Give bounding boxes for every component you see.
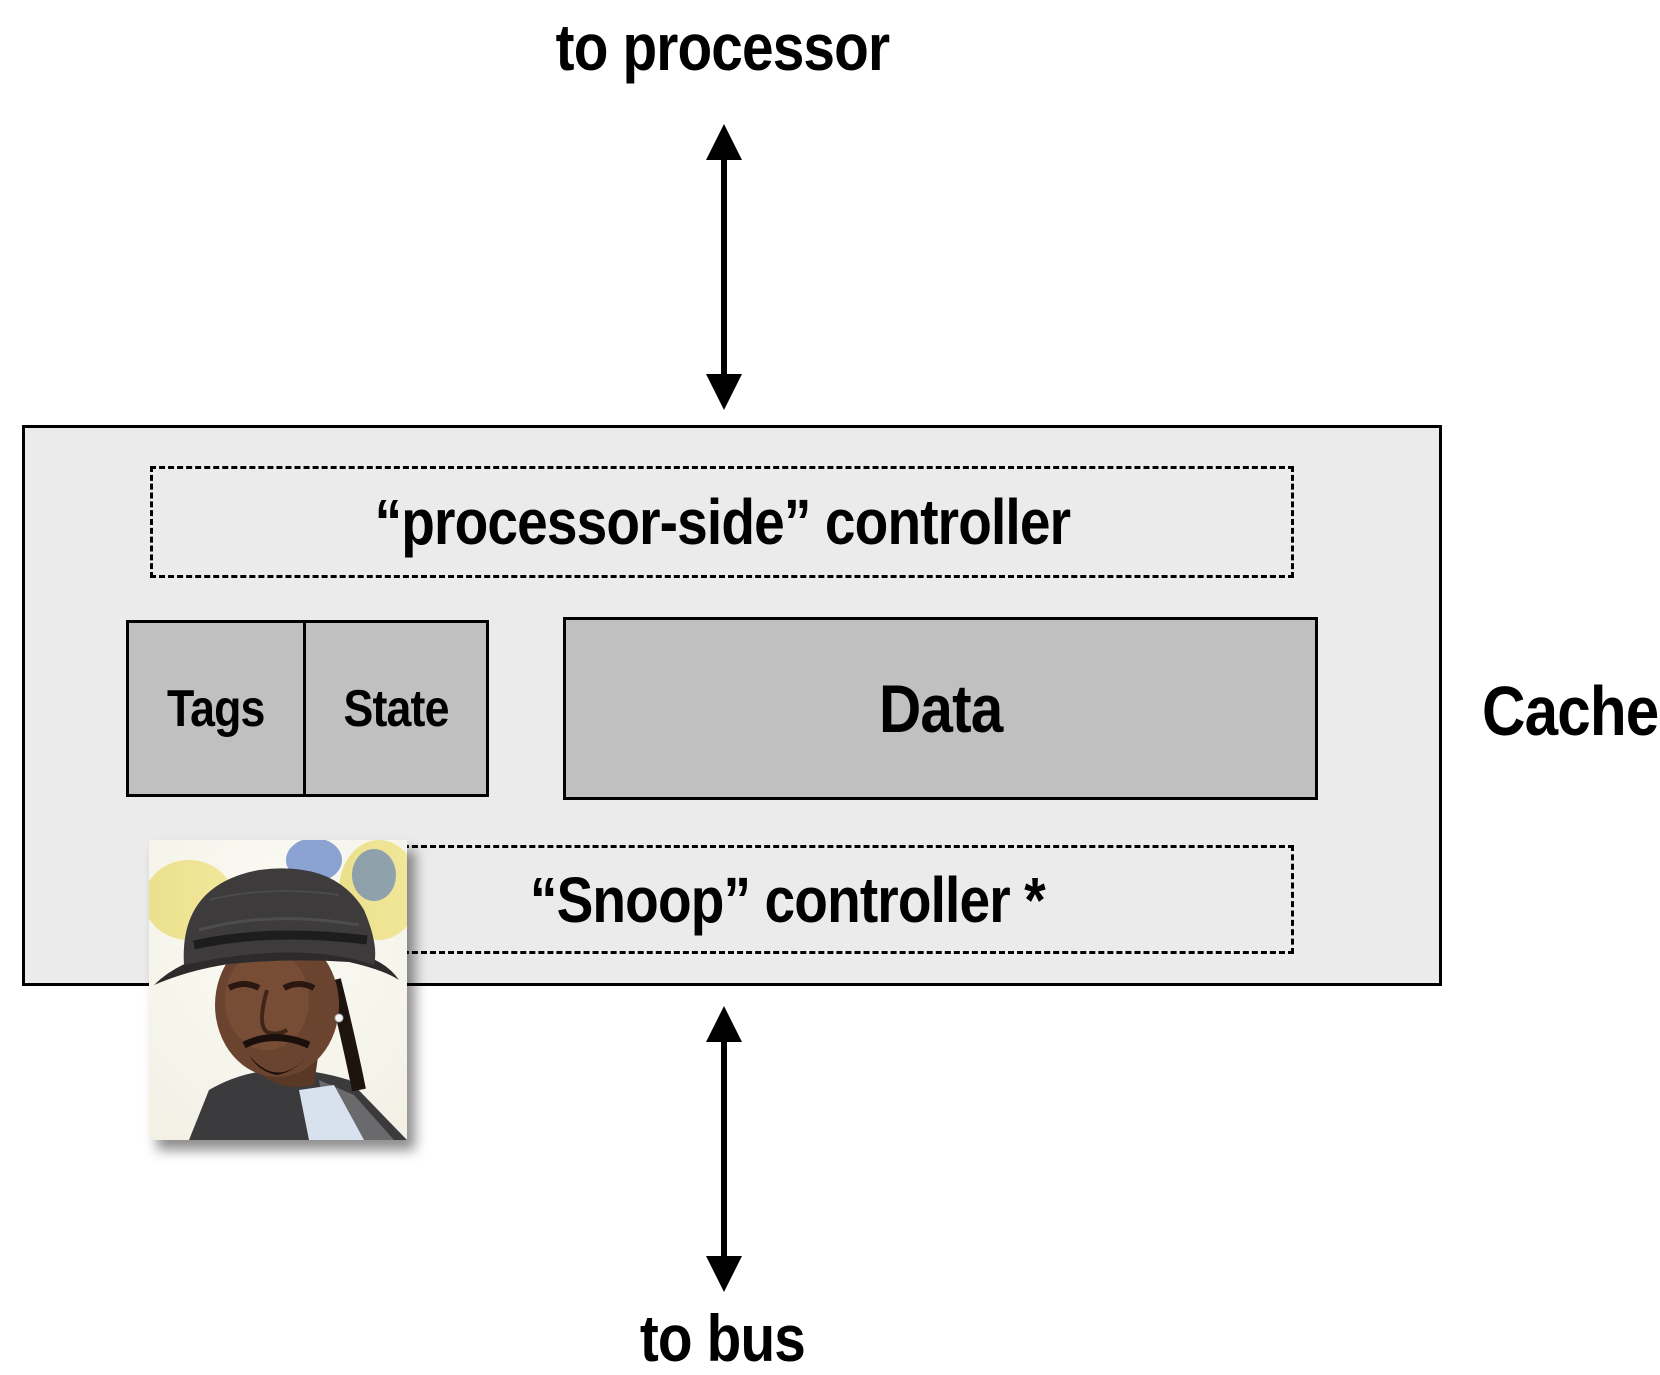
processor-side-controller-label: “processor-side” controller — [374, 486, 1070, 558]
to-bus-label: to bus — [639, 1301, 806, 1375]
processor-arrow — [706, 124, 742, 410]
cache-label: Cache — [1482, 672, 1659, 750]
bus-arrow — [706, 1006, 742, 1292]
data-block: Data — [563, 617, 1318, 800]
snoop-photo — [149, 840, 407, 1140]
to-processor-label: to processor — [555, 10, 890, 84]
snoop-controller-label: “Snoop” controller * — [529, 863, 1046, 936]
snoop-controller: “Snoop” controller * — [150, 845, 1294, 954]
data-label: Data — [878, 670, 1003, 747]
state-block: State — [303, 620, 489, 797]
tags-label: Tags — [167, 679, 265, 738]
tags-block: Tags — [126, 620, 306, 797]
state-label: State — [343, 679, 449, 738]
person-with-hat-image — [149, 840, 407, 1140]
processor-side-controller: “processor-side” controller — [150, 466, 1294, 578]
